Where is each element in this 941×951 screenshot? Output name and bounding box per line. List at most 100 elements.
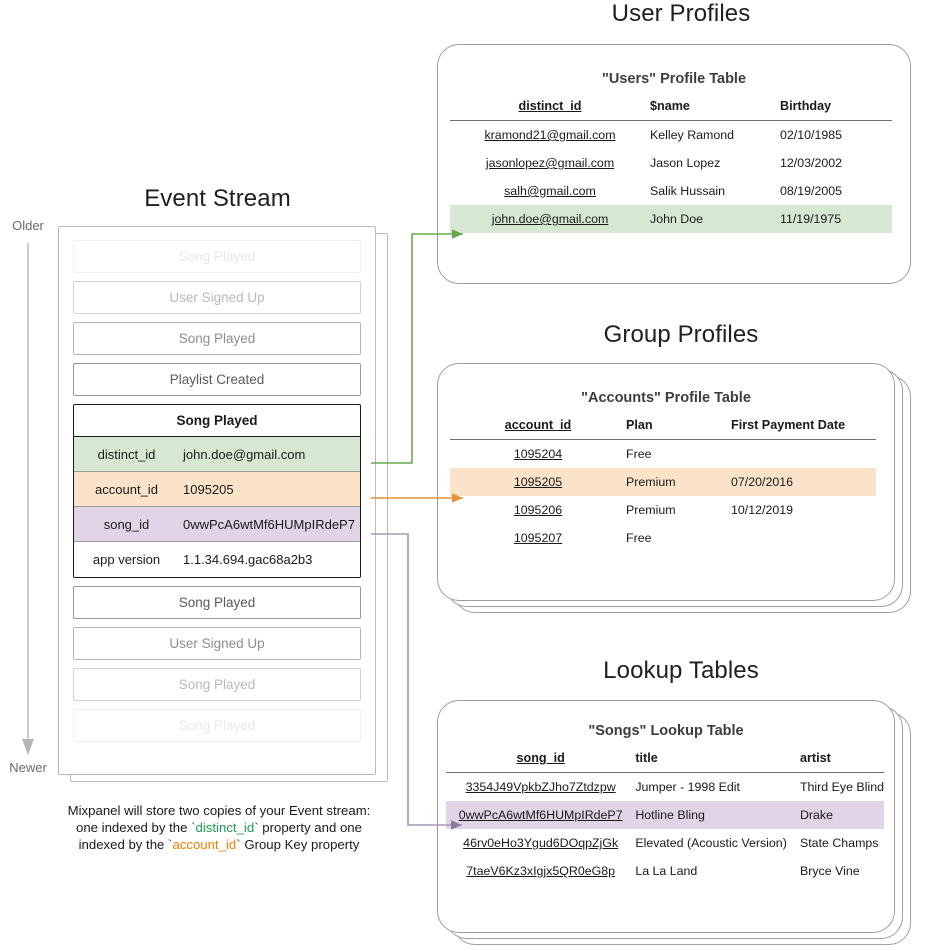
- event-label: Song Played: [178, 595, 256, 610]
- event-item[interactable]: User Signed Up: [73, 281, 361, 314]
- cell-name: Jason Lopez: [650, 156, 721, 170]
- event-item[interactable]: Song Played: [73, 709, 361, 742]
- table-header-row: account_id Plan First Payment Date: [450, 414, 876, 440]
- cell-song-id: 46rv0eHo3Ygud6DOqpZjGk: [463, 836, 619, 850]
- caption-token-account-id: account_id: [172, 837, 237, 852]
- table-row-highlighted[interactable]: 1095205 Premium 07/20/2016: [450, 468, 876, 496]
- event-label: Song Played: [178, 249, 256, 264]
- event-property-row-distinct-id: distinct_id john.doe@gmail.com: [74, 437, 360, 472]
- users-profile-card: "Users" Profile Table distinct_id $name …: [437, 44, 911, 284]
- selected-event-title: Song Played: [74, 405, 360, 437]
- event-property-row-app-version: app version 1.1.34.694.gac68a2b3: [74, 542, 360, 577]
- cell-title: La La Land: [635, 864, 698, 878]
- caption-token-distinct-id: distinct_id: [195, 820, 255, 835]
- caption-line-1: Mixpanel will store two copies of your E…: [67, 803, 371, 818]
- cell-first-payment-date: 10/12/2019: [731, 503, 794, 517]
- event-property-row-song-id: song_id 0wwPcA6wtMf6HUMpIRdeP7: [74, 507, 360, 542]
- cell-artist: Drake: [799, 801, 884, 829]
- table-header-row: song_id title artist: [446, 747, 884, 773]
- users-profile-table: distinct_id $name Birthday kramond21@gma…: [450, 95, 892, 233]
- table-row[interactable]: jasonlopez@gmail.com Jason Lopez 12/03/2…: [450, 149, 892, 177]
- cell-first-payment-date: [731, 440, 876, 469]
- event-property-value: 1095205: [183, 481, 234, 497]
- caption-text: property and one: [258, 820, 362, 835]
- event-label: User Signed Up: [169, 636, 265, 651]
- event-stream-panel: Song Played User Signed Up Song Played P…: [58, 226, 388, 782]
- time-direction-arrow-icon: [22, 243, 34, 755]
- table-row[interactable]: 1095206 Premium 10/12/2019: [450, 496, 876, 524]
- event-item[interactable]: Song Played: [73, 240, 361, 273]
- event-label: Song Played: [178, 718, 256, 733]
- table-row[interactable]: 1095207 Free: [450, 524, 876, 552]
- table-row-highlighted[interactable]: 0wwPcA6wtMf6HUMpIRdeP7 Hotline Bling Dra…: [446, 801, 884, 829]
- songs-lookup-table: song_id title artist 3354J49VpkbZJho7Ztd…: [446, 747, 884, 885]
- cell-account-id: 1095204: [513, 447, 563, 461]
- cell-title: Jumper - 1998 Edit: [635, 780, 740, 794]
- cell-account-id: 1095205: [450, 468, 626, 496]
- cell-first-payment-date: 07/20/2016: [731, 468, 876, 496]
- event-property-key: distinct_id: [97, 446, 156, 462]
- event-property-value: 1.1.34.694.gac68a2b3: [183, 552, 313, 567]
- users-profile-card-stack: "Users" Profile Table distinct_id $name …: [437, 44, 911, 284]
- event-item[interactable]: Song Played: [73, 586, 361, 619]
- event-item[interactable]: User Signed Up: [73, 627, 361, 660]
- selected-event-card[interactable]: Song Played distinct_id john.doe@gmail.c…: [73, 404, 361, 578]
- axis-label-newer: Newer: [9, 760, 47, 775]
- section-title-user-profiles: User Profiles: [611, 0, 751, 27]
- section-title-event-stream: Event Stream: [144, 185, 291, 212]
- event-item[interactable]: Song Played: [73, 668, 361, 701]
- event-label: Playlist Created: [169, 372, 265, 387]
- caption-line-2: one indexed by the `distinct_id` propert…: [76, 820, 362, 835]
- table-row-highlighted[interactable]: john.doe@gmail.com John Doe 11/19/1975: [450, 205, 892, 233]
- event-stream-caption: Mixpanel will store two copies of your E…: [34, 802, 404, 853]
- cell-song-id: 3354J49VpkbZJho7Ztdzpw: [465, 780, 616, 794]
- event-property-value: 0wwPcA6wtMf6HUMpIRdeP7: [183, 516, 355, 532]
- table-row[interactable]: 46rv0eHo3Ygud6DOqpZjGk Elevated (Acousti…: [446, 829, 884, 857]
- caption-text: Group Key property: [240, 837, 360, 852]
- accounts-profile-table: account_id Plan First Payment Date 10952…: [450, 414, 876, 552]
- cell-birthday: 08/19/2005: [780, 184, 843, 198]
- event-list: Song Played User Signed Up Song Played P…: [58, 226, 376, 775]
- column-header-title: title: [635, 751, 658, 765]
- cell-distinct-id: kramond21@gmail.com: [484, 128, 616, 142]
- cell-artist: State Champs: [799, 836, 879, 850]
- table-row[interactable]: 7taeV6Kz3xIgjx5QR0eG8p La La Land Bryce …: [446, 857, 884, 885]
- event-property-row-account-id: account_id 1095205: [74, 472, 360, 507]
- songs-lookup-card-stack: "Songs" Lookup Table song_id title artis…: [437, 700, 911, 945]
- event-property-value: john.doe@gmail.com: [183, 446, 306, 462]
- cell-song-id: 0wwPcA6wtMf6HUMpIRdeP7: [446, 801, 636, 829]
- table-header-row: distinct_id $name Birthday: [450, 95, 892, 121]
- cell-first-payment-date: [731, 524, 876, 552]
- cell-title: Elevated (Acoustic Version): [635, 836, 787, 850]
- column-header-name: $name: [650, 99, 690, 113]
- cell-birthday: 11/19/1975: [780, 205, 892, 233]
- table-row[interactable]: kramond21@gmail.com Kelley Ramond 02/10/…: [450, 121, 892, 150]
- table-row[interactable]: 3354J49VpkbZJho7Ztdzpw Jumper - 1998 Edi…: [446, 773, 884, 802]
- cell-birthday: 12/03/2002: [780, 156, 843, 170]
- column-header-artist: artist: [799, 751, 831, 765]
- cell-distinct-id: jasonlopez@gmail.com: [485, 156, 615, 170]
- cell-artist: Bryce Vine: [799, 864, 860, 878]
- table-row[interactable]: 1095204 Free: [450, 440, 876, 469]
- column-header-first-payment-date: First Payment Date: [731, 418, 846, 432]
- column-header-song-id: song_id: [516, 751, 565, 765]
- cell-birthday: 02/10/1985: [780, 128, 843, 142]
- section-title-group-profiles: Group Profiles: [603, 321, 759, 348]
- songs-table-title: "Songs" Lookup Table: [588, 723, 744, 739]
- cell-distinct-id: salh@gmail.com: [504, 184, 596, 198]
- event-property-key: account_id: [95, 481, 158, 497]
- column-header-plan: Plan: [626, 418, 653, 432]
- cell-plan: Premium: [626, 503, 676, 517]
- caption-text: indexed by the: [78, 837, 169, 852]
- event-item[interactable]: Playlist Created: [73, 363, 361, 396]
- event-label: User Signed Up: [169, 290, 265, 305]
- accounts-table-title: "Accounts" Profile Table: [581, 390, 751, 406]
- users-table-title: "Users" Profile Table: [601, 71, 747, 87]
- section-title-lookup-tables: Lookup Tables: [603, 657, 759, 684]
- event-property-key: app version: [92, 552, 161, 567]
- table-row[interactable]: salh@gmail.com Salik Hussain 08/19/2005: [450, 177, 892, 205]
- column-header-distinct-id: distinct_id: [518, 99, 582, 113]
- column-header-birthday: Birthday: [780, 99, 832, 113]
- cell-plan: Free: [626, 447, 652, 461]
- event-item[interactable]: Song Played: [73, 322, 361, 355]
